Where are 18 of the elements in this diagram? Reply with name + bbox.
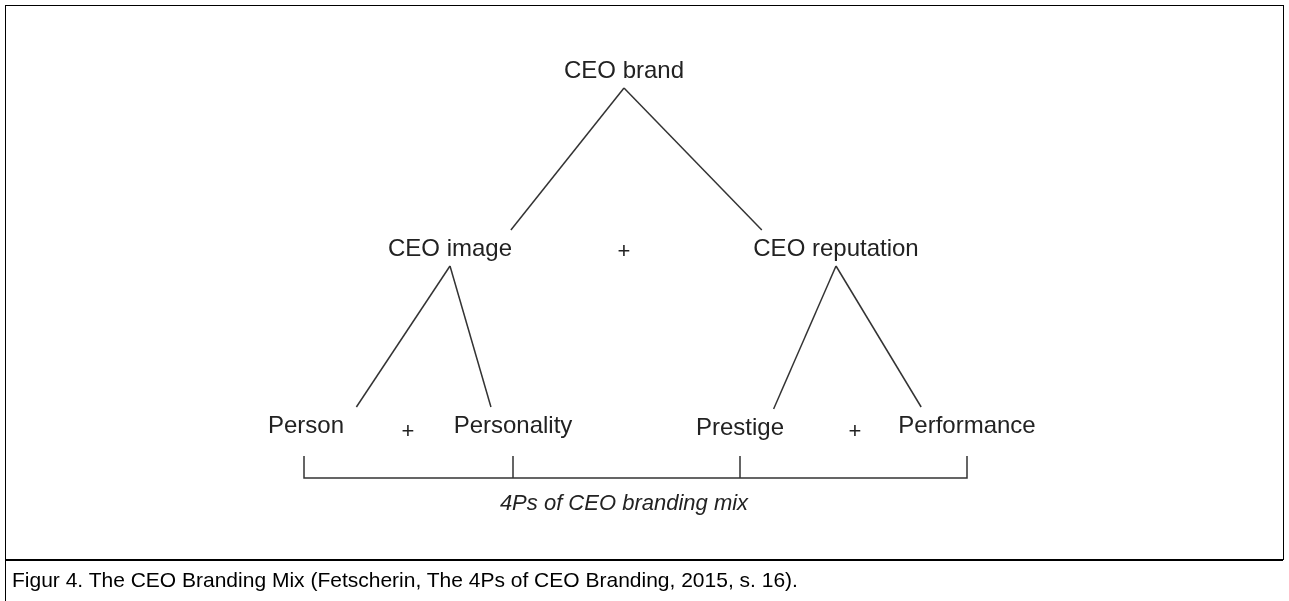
caption: Figur 4. The CEO Branding Mix (Fetscherin, The 4Ps of CEO Branding, 2015, s. 16).: [12, 568, 798, 592]
connector-line: [355, 265, 451, 408]
node-label: CEO brand: [563, 52, 685, 88]
node-label: Performance: [898, 407, 1036, 443]
node-label: Prestige: [696, 409, 784, 445]
bracket-label: 4Ps of CEO branding mix: [499, 490, 749, 516]
connector-line: [772, 265, 837, 410]
plus-sign: +: [848, 418, 862, 444]
plus-sign: +: [401, 418, 415, 444]
node-label: Personality: [453, 407, 573, 443]
connector-line: [835, 265, 922, 408]
connector-line: [623, 87, 763, 231]
connector-line: [510, 87, 625, 231]
connector-line: [449, 265, 492, 408]
plus-sign: +: [617, 238, 631, 264]
node-label: Person: [268, 407, 344, 443]
node-label: CEO image: [388, 230, 512, 266]
node-label: CEO reputation: [753, 230, 919, 266]
